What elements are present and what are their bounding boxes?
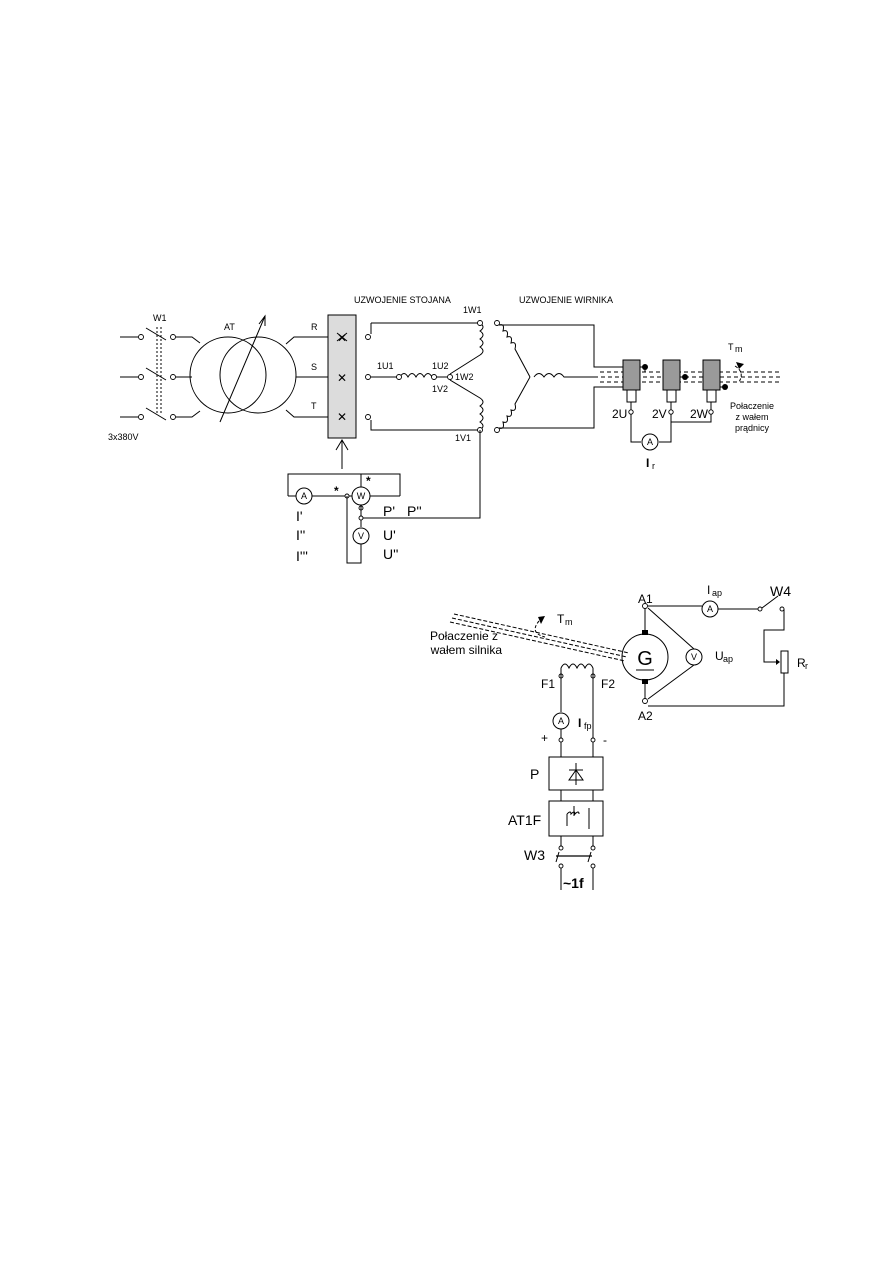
power-p1: P' bbox=[383, 503, 395, 519]
gen-torque: T bbox=[557, 612, 565, 626]
phase-s: S bbox=[311, 362, 317, 372]
field-circuit: F1 F2 A I fp + - P AT1F bbox=[508, 663, 615, 891]
supply-1f: ~1f bbox=[563, 875, 584, 891]
terminal-1w2: 1W2 bbox=[455, 372, 474, 382]
supply-label: 3x380V bbox=[108, 432, 139, 442]
slip-ring-2u: 2U bbox=[612, 407, 627, 421]
generator-label: G bbox=[637, 648, 653, 670]
slip-rings: 2U 2V 2W A I r T m Połaczenie z wałem pr… bbox=[594, 342, 780, 471]
rotor-current: I bbox=[646, 456, 649, 470]
terminal-a1: A1 bbox=[638, 592, 653, 606]
autotransformer-at: AT bbox=[189, 314, 297, 423]
star-2: * bbox=[334, 484, 339, 498]
rotor-ammeter: A bbox=[647, 437, 653, 447]
terminal-1v1: 1V1 bbox=[455, 433, 471, 443]
meas-wattmeter: W bbox=[357, 491, 366, 501]
rotor-current-sub: r bbox=[652, 461, 655, 471]
rotor-title: UZWOJENIE WIRNIKA bbox=[519, 295, 613, 305]
generator-circuit: T m Połaczenie z wałem silnika G A1 A2 V… bbox=[430, 583, 808, 891]
terminal-f1: F1 bbox=[541, 677, 555, 691]
svg-text:✕: ✕ bbox=[337, 331, 347, 345]
gen-torque-sub: m bbox=[565, 617, 573, 627]
switch-w1: W1 bbox=[145, 313, 176, 421]
armature-voltage-sub: ap bbox=[723, 654, 733, 664]
switch-w3: W3 bbox=[524, 847, 545, 863]
gen-ammeter: A bbox=[707, 604, 713, 614]
slip-ring-2v: 2V bbox=[652, 407, 667, 421]
resistor-r: R bbox=[797, 656, 806, 670]
at-label: AT bbox=[224, 322, 235, 332]
resistor-sub: r bbox=[805, 661, 808, 671]
rotor-torque-sub: m bbox=[735, 344, 743, 354]
measurement-branch: A W * * V I' I'' I''' P' P'' U' U'' bbox=[287, 430, 481, 564]
rotor-torque: T bbox=[728, 342, 734, 352]
armature-voltage: U bbox=[715, 649, 724, 663]
rotor-coupling-2: z wałem bbox=[735, 412, 768, 422]
rotor-coupling-1: Połaczenie bbox=[730, 401, 774, 411]
svg-text:✕: ✕ bbox=[337, 371, 347, 385]
switch-w1-label: W1 bbox=[153, 313, 167, 323]
switch-w4: W4 bbox=[770, 583, 791, 599]
terminal-1u1: 1U1 bbox=[377, 361, 394, 371]
rotor-winding: UZWOJENIE WIRNIKA bbox=[494, 295, 626, 433]
autotransformer-at1f: AT1F bbox=[508, 812, 541, 828]
measurement-switch-box: ✕ ✕ ✕ bbox=[327, 314, 371, 439]
terminal-1w1: 1W1 bbox=[463, 305, 482, 315]
voltage-u2: U'' bbox=[383, 546, 398, 562]
slip-ring-2w: 2W bbox=[690, 407, 709, 421]
power-p2: P'' bbox=[407, 503, 422, 519]
current-i2: I'' bbox=[296, 527, 305, 543]
armature-current-sub: ap bbox=[712, 588, 722, 598]
three-phase-circuit: 3x380V W1 AT R S bbox=[108, 295, 780, 564]
armature-current: I bbox=[707, 583, 710, 597]
generator-g: G A1 A2 V U ap A I ap bbox=[621, 583, 808, 723]
gen-coupling-1: Połaczenie z bbox=[430, 629, 498, 643]
voltage-u1: U' bbox=[383, 527, 396, 543]
terminal-a2: A2 bbox=[638, 709, 653, 723]
gen-voltmeter: V bbox=[691, 652, 697, 662]
terminal-1v2: 1V2 bbox=[432, 384, 448, 394]
generator-shaft: T m Połaczenie z wałem silnika bbox=[430, 612, 630, 662]
field-ammeter: A bbox=[558, 716, 564, 726]
phase-t: T bbox=[311, 401, 317, 411]
meas-ammeter: A bbox=[301, 491, 307, 501]
field-minus: - bbox=[603, 733, 607, 747]
terminal-f2: F2 bbox=[601, 677, 615, 691]
svg-text:✕: ✕ bbox=[337, 410, 347, 424]
phase-r: R bbox=[311, 322, 318, 332]
terminal-1u2: 1U2 bbox=[432, 361, 449, 371]
stator-winding: UZWOJENIE STOJANA 1U1 1U2 1W2 1V2 1W1 1V… bbox=[354, 295, 484, 443]
rotor-coupling-3: prądnicy bbox=[735, 423, 770, 433]
meas-voltmeter: V bbox=[358, 531, 364, 541]
field-current-sub: fp bbox=[584, 721, 592, 731]
current-i3: I''' bbox=[296, 548, 308, 564]
stator-title: UZWOJENIE STOJANA bbox=[354, 295, 451, 305]
current-i1: I' bbox=[296, 508, 303, 524]
star-1: * bbox=[366, 474, 371, 488]
gen-coupling-2: wałem silnika bbox=[430, 643, 503, 657]
rectifier-p: P bbox=[530, 766, 539, 782]
field-plus: + bbox=[541, 731, 548, 745]
field-current: I bbox=[578, 716, 581, 730]
supply-lines: 3x380V bbox=[108, 334, 144, 442]
